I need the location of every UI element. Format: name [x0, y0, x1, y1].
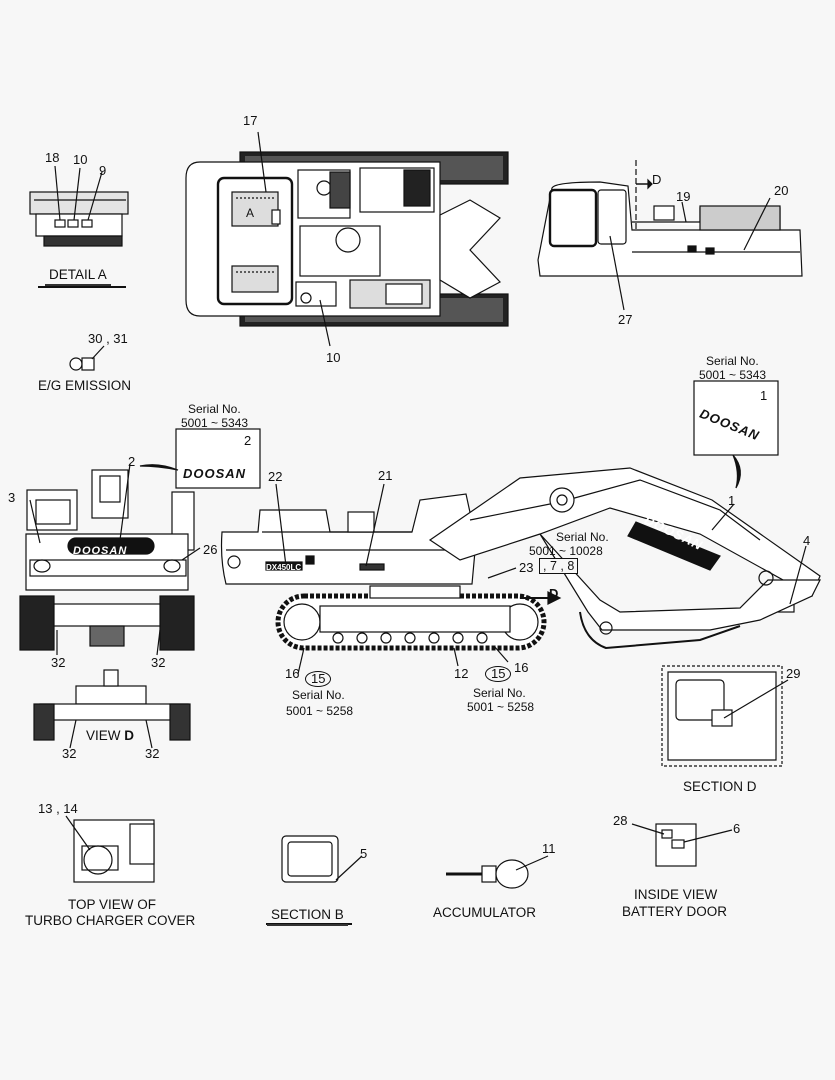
top-view-drawing — [185, 131, 509, 347]
callout-19: 19 — [676, 189, 691, 204]
accumulator-drawing — [446, 855, 549, 889]
callout-32-right: 32 — [151, 655, 166, 670]
callout-6: 6 — [733, 821, 741, 836]
serial-range-left-decal: 5001 ~ 5343 — [181, 416, 249, 430]
serial-title-mid: Serial No. — [556, 530, 609, 544]
callout-21: 21 — [378, 468, 393, 483]
mark-a: A — [246, 206, 255, 220]
serial-title-left-decal: Serial No. — [188, 402, 241, 416]
callout-10-top: 10 — [326, 350, 341, 365]
callout-3: 3 — [8, 490, 16, 505]
serial-title-right-decal: Serial No. — [706, 354, 759, 368]
callout-1-decal: 1 — [760, 388, 768, 403]
callout-15-right: 15 — [485, 666, 512, 682]
emission-caption: E/G EMISSION — [38, 378, 132, 393]
callout-11: 11 — [542, 841, 556, 856]
serial-title-track-left: Serial No. — [292, 688, 345, 702]
callout-29: 29 — [786, 666, 801, 681]
callout-32-view-d-right: 32 — [145, 746, 160, 761]
callout-12: 12 — [454, 666, 469, 681]
callout-27: 27 — [618, 312, 633, 327]
view-d-caption: VIEW D — [86, 727, 134, 744]
view-d-title: VIEW — [86, 728, 121, 743]
callout-16-right: 16 — [514, 660, 529, 675]
section-d-caption: SECTION D — [683, 779, 757, 794]
callout-2-decal: 2 — [244, 433, 252, 448]
callout-5: 5 — [360, 846, 368, 861]
callout-32-left: 32 — [51, 655, 66, 670]
battery-door-caption-line2: BATTERY DOOR — [622, 904, 728, 919]
callout-16-left: 16 — [285, 666, 300, 681]
serial-range-track-right: 5001 ~ 5258 — [467, 700, 535, 714]
mark-d-side: D — [652, 172, 662, 187]
rear-view-drawing — [19, 463, 201, 656]
callout-1-boom: 1 — [728, 493, 736, 508]
callout-20: 20 — [774, 183, 789, 198]
detail-a-drawing — [29, 165, 129, 288]
turbo-caption-line2: TURBO CHARGER COVER — [25, 913, 196, 928]
emission-icon-drawing — [69, 345, 105, 371]
callout-23: 23 — [519, 560, 534, 575]
serial-range-right-decal: 5001 ~ 5343 — [699, 368, 767, 382]
callout-32-view-d-left: 32 — [62, 746, 77, 761]
turbo-cover-drawing — [65, 815, 155, 883]
battery-door-caption-line1: INSIDE VIEW — [634, 887, 718, 902]
serial-range-mid: 5001 ~ 10028 — [529, 544, 603, 558]
callout-26: 26 — [203, 542, 218, 557]
section-d-drawing — [661, 665, 789, 767]
detail-a-caption: DETAIL A — [45, 266, 111, 286]
battery-door-drawing — [631, 823, 733, 867]
doosan-rear: DOOSAN — [73, 545, 128, 557]
doosan-decal-left: DOOSAN — [183, 466, 247, 481]
callout-30-31: 30 , 31 — [88, 331, 128, 346]
callout-28: 28 — [613, 813, 628, 828]
callout-9: 9 — [99, 163, 107, 178]
view-d-drawing — [33, 669, 191, 749]
view-d-title-letter: D — [124, 728, 135, 743]
model-badge: DX450LC — [266, 563, 302, 572]
decal-logos — [182, 466, 254, 482]
callout-13-14: 13 , 14 — [38, 801, 78, 816]
callout-4: 4 — [803, 533, 811, 548]
callout-2-rear: 2 — [128, 454, 136, 469]
excavator-drawing — [220, 467, 821, 675]
callout-15-left: 15 — [305, 671, 332, 687]
accumulator-caption: ACCUMULATOR — [433, 905, 537, 920]
section-b-caption: SECTION B — [267, 906, 348, 926]
serial-title-track-right: Serial No. — [473, 686, 526, 700]
callout-10: 10 — [73, 152, 88, 167]
callout-18: 18 — [45, 150, 60, 165]
callout-7-8-box: , 7 , 8 — [539, 558, 579, 574]
mark-d-track: D — [549, 586, 559, 601]
callout-17: 17 — [243, 113, 258, 128]
turbo-caption-line1: TOP VIEW OF — [68, 897, 157, 912]
serial-range-track-left: 5001 ~ 5258 — [286, 704, 354, 718]
side-view-drawing — [537, 160, 803, 311]
callout-22: 22 — [268, 469, 283, 484]
